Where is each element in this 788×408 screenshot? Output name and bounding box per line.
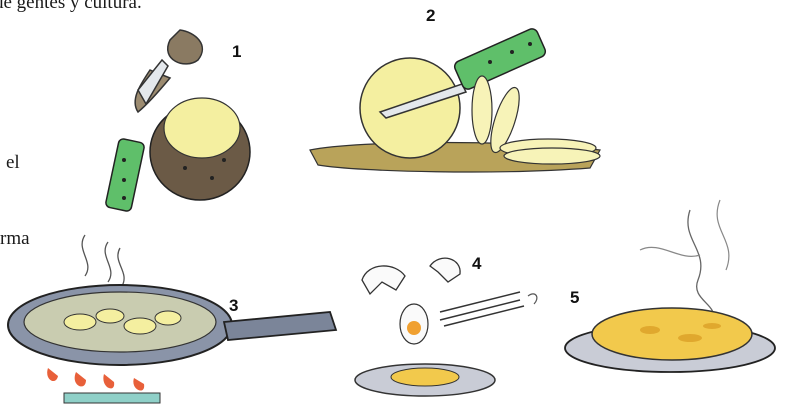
- step-number-1: 1: [232, 42, 241, 62]
- step-number-5: 5: [570, 288, 579, 308]
- tortilla-plate-icon: [565, 200, 775, 372]
- frying-pan-icon: [8, 235, 336, 403]
- potato-peeling-icon: [105, 30, 250, 212]
- step-number-3: 3: [229, 296, 238, 316]
- step-number-4: 4: [472, 254, 481, 274]
- potato-slicing-icon: [310, 27, 600, 172]
- eggs-fork-icon: [355, 258, 537, 396]
- step-number-2: 2: [426, 6, 435, 26]
